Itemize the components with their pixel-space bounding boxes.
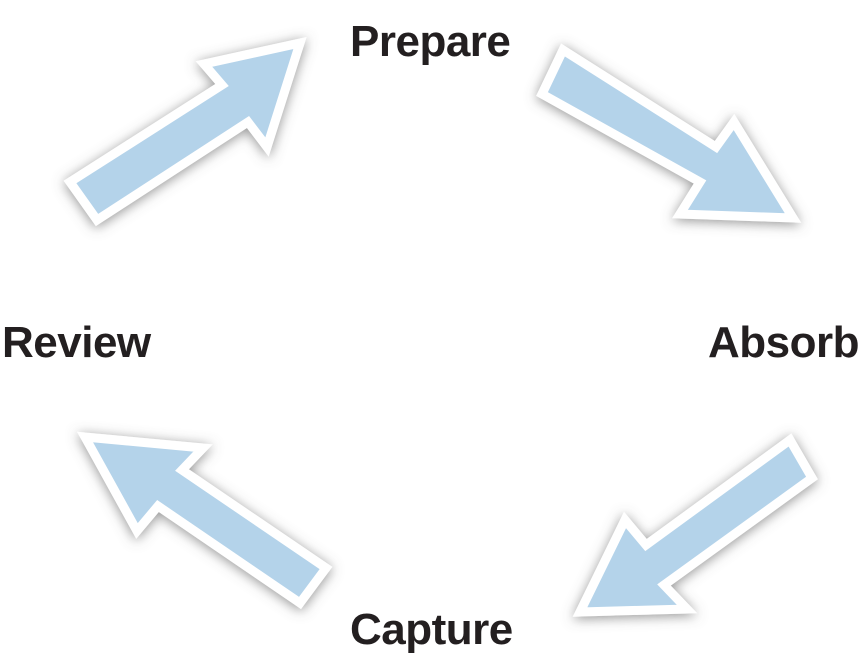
- arrow-up-left-icon: [76, 431, 333, 610]
- step-label-capture: Capture: [350, 605, 513, 654]
- arrow-down-left-icon: [572, 433, 818, 617]
- step-label-review: Review: [2, 318, 151, 367]
- step-label-prepare: Prepare: [350, 17, 511, 66]
- arrow-up-right-icon: [63, 36, 307, 227]
- step-label-absorb: Absorb: [708, 318, 860, 367]
- arrow-down-right-icon: [536, 43, 802, 223]
